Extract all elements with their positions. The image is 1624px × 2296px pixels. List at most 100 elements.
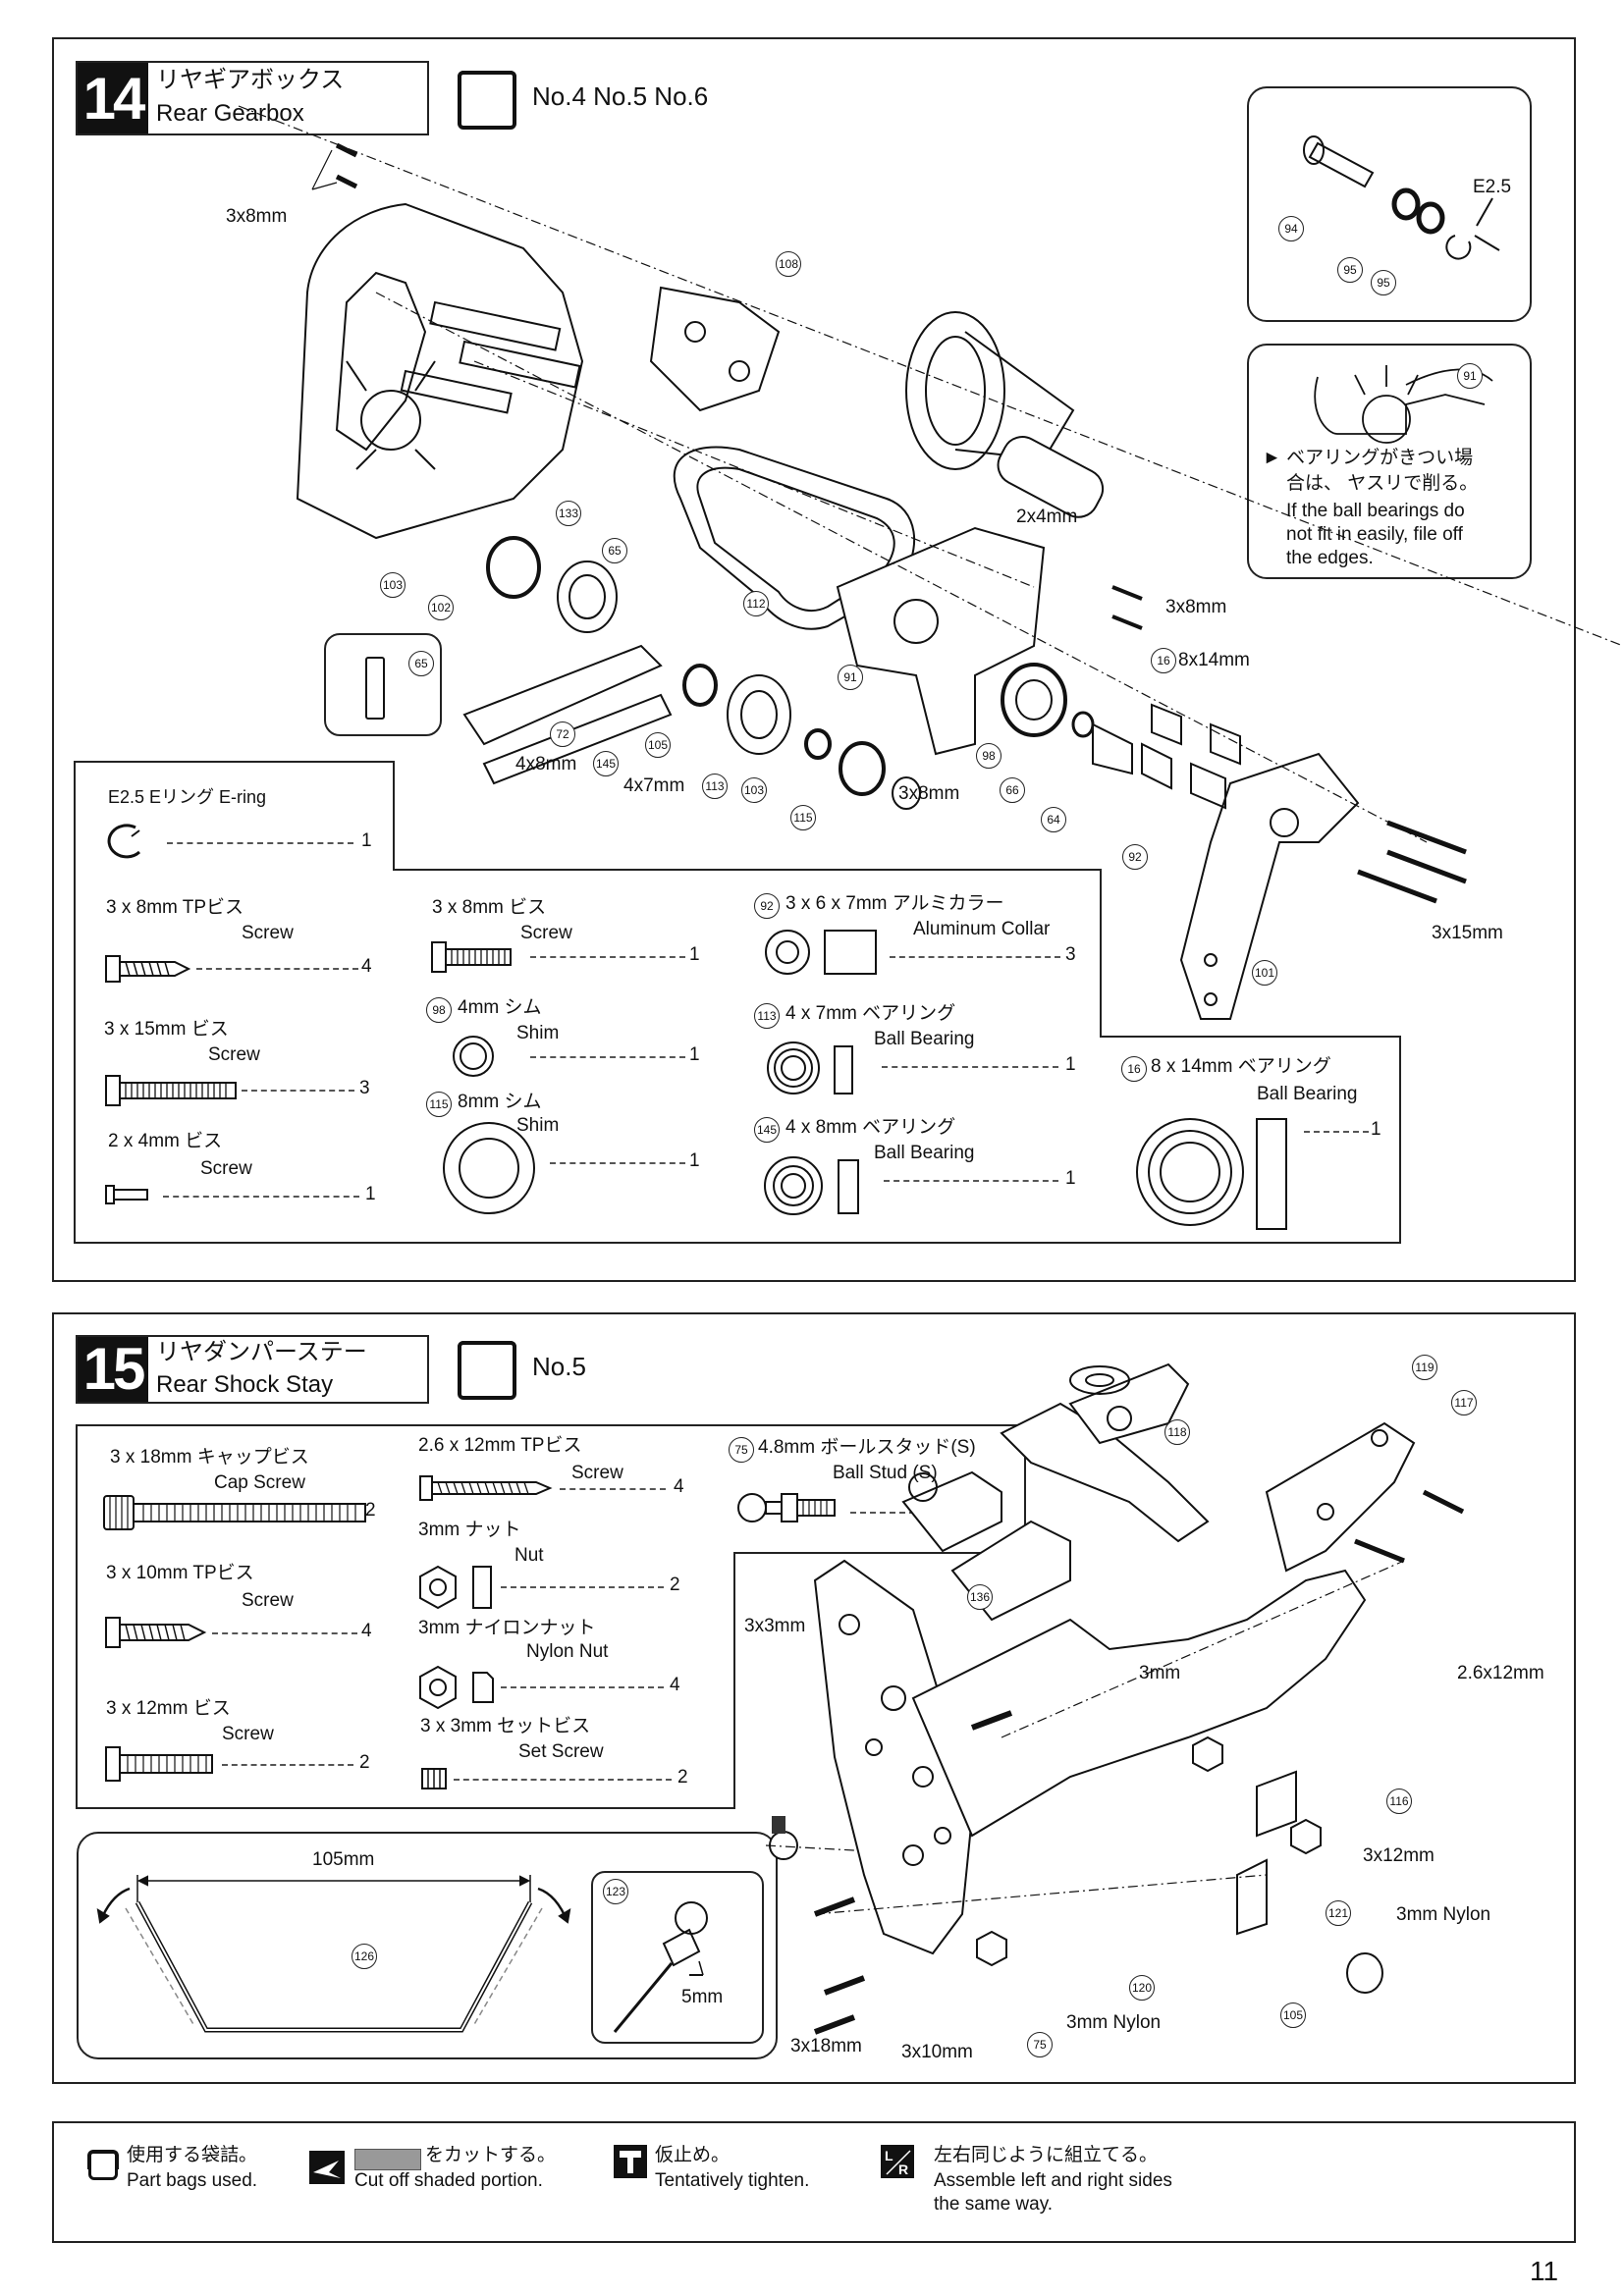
shim-4mm-icon — [453, 1036, 494, 1077]
label-3mm-nut: 3mm — [1139, 1663, 1181, 1683]
callout-108: 108 — [776, 251, 801, 277]
bearing-4x7-icon — [767, 1041, 853, 1095]
callout-101: 101 — [1252, 960, 1277, 986]
callout-16: 16 — [1151, 648, 1176, 673]
ering-detail-drawing — [1303, 135, 1500, 260]
part-tp3x8-name: 3 x 8mm TPビス — [106, 897, 244, 918]
part-cap3x18-qty: 2 — [365, 1500, 376, 1521]
part-cap3x18-en: Cap Screw — [214, 1472, 305, 1493]
callout-145-parts: 145 — [754, 1117, 780, 1143]
callout-92: 92 — [1122, 844, 1148, 870]
bearing-note-inset: 91 ► ベアリングがきつい場 合は、 ヤスリで削る。 If the ball … — [1247, 344, 1532, 579]
tp-screw-3x10-icon — [105, 1617, 207, 1648]
callout-119: 119 — [1412, 1355, 1437, 1380]
part-b3x8-en: Screw — [520, 923, 572, 943]
part-nylon3-name: 3mm ナイロンナット — [418, 1618, 596, 1638]
part-b3x15-en: Screw — [208, 1044, 260, 1065]
part-set3x3-en: Set Screw — [518, 1741, 604, 1762]
callout-123: 123 — [603, 1879, 628, 1904]
callout-64: 64 — [1041, 807, 1066, 832]
shim-8mm-icon — [443, 1122, 535, 1214]
part-tp3x8-qty: 4 — [361, 956, 372, 977]
label-26x12: 2.6x12mm — [1457, 1663, 1544, 1683]
label-8x14: 8x14mm — [1178, 650, 1250, 670]
part-set3x3-name: 3 x 3mm セットビス — [420, 1716, 591, 1736]
anti-roll-bar-drawing — [96, 1875, 571, 2033]
cap-screw-icon — [103, 1495, 366, 1530]
step-15-title-jp: リヤダンパーステー — [156, 1339, 367, 1365]
bag-icon-15 — [458, 1341, 516, 1400]
callout-66: 66 — [1000, 777, 1025, 803]
part-ering-leader — [167, 842, 353, 844]
part-ering-qty: 1 — [361, 830, 372, 851]
part-collar-en: Aluminum Collar — [913, 919, 1051, 939]
bearing-note-en-2: not fit in easily, file off — [1286, 524, 1463, 545]
callout-75: 75 — [1027, 2032, 1053, 2057]
legend-bag-icon — [87, 2150, 119, 2180]
part-tp3x8-en: Screw — [242, 923, 294, 943]
svg-text:R: R — [898, 2162, 908, 2177]
legend-panel: 使用する袋詰。 Part bags used. をカットする。 Cut off … — [52, 2121, 1576, 2243]
label-3mm-nylon-a: 3mm Nylon — [1396, 1904, 1491, 1925]
part-shim4-qty: 1 — [689, 1044, 700, 1065]
part-tp26x12-leader — [560, 1488, 666, 1490]
part-shim8-en: Shim — [516, 1115, 560, 1136]
legend-cut-icon — [309, 2151, 345, 2184]
callout-65: 65 — [602, 538, 627, 563]
label-4x8: 4x8mm — [515, 754, 577, 774]
ering-icon — [107, 824, 141, 859]
step-14-title-box: 14 リヤギアボックス Rear Gearbox — [76, 61, 429, 135]
part-collar-name: 3 x 6 x 7mm アルミカラー — [785, 893, 1004, 914]
callout-94: 94 — [1278, 216, 1304, 241]
callout-105-14: 105 — [645, 732, 671, 758]
part-b3x15-leader — [242, 1090, 354, 1092]
legend-lr-icon: L R — [881, 2145, 914, 2178]
callout-117: 117 — [1451, 1390, 1477, 1415]
label-3x8-b: 3x8mm — [1165, 597, 1227, 617]
step-15-number: 15 — [78, 1337, 148, 1402]
part-cap3x18-name: 3 x 18mm キャップビス — [110, 1447, 309, 1468]
part-collar-leader — [890, 956, 1060, 958]
belt-detail-inset: 65 — [324, 633, 442, 736]
part-brg4x7-en: Ball Bearing — [874, 1029, 975, 1049]
part-ballstud-en: Ball Stud (S) — [833, 1463, 938, 1483]
callout-112: 112 — [743, 591, 769, 616]
part-b3x12-en: Screw — [222, 1724, 274, 1744]
label-3mm-nylon-b: 3mm Nylon — [1066, 2012, 1162, 2033]
legend-lr-jp: 左右同じように組立てる。 — [934, 2145, 1159, 2165]
callout-121: 121 — [1326, 1900, 1351, 1926]
callout-126: 126 — [352, 1944, 377, 1969]
callout-65-detail: 65 — [408, 651, 434, 676]
part-b2x4-leader — [163, 1196, 359, 1198]
part-nut3-name: 3mm ナット — [418, 1520, 521, 1540]
part-brg8x14-en: Ball Bearing — [1257, 1084, 1358, 1104]
step-14-title-jp: リヤギアボックス — [156, 67, 345, 93]
part-brg4x7-name: 4 x 7mm ベアリング — [785, 1003, 956, 1024]
bag-icon — [458, 71, 516, 130]
part-b2x4-qty: 1 — [365, 1184, 376, 1204]
callout-113: 113 — [702, 774, 728, 799]
legend-bags-jp: 使用する袋詰。 — [127, 2145, 258, 2165]
callout-103-b: 103 — [741, 777, 767, 803]
part-b2x4-name: 2 x 4mm ビス — [108, 1131, 223, 1151]
part-shim8-name: 8mm シム — [458, 1092, 542, 1112]
callout-136: 136 — [967, 1584, 993, 1610]
nylon-nut-icon — [419, 1665, 494, 1710]
part-b3x8-qty: 1 — [689, 944, 700, 965]
step-15-title-en: Rear Shock Stay — [156, 1371, 334, 1398]
ering-label: E2.5 — [1473, 177, 1512, 197]
step-14-number: 14 — [78, 63, 148, 133]
label-3x12: 3x12mm — [1363, 1845, 1435, 1866]
part-brg4x8-name: 4 x 8mm ベアリング — [785, 1117, 956, 1138]
callout-102: 102 — [428, 595, 454, 620]
callout-92-parts: 92 — [754, 893, 780, 919]
anti-roll-bar-inset: 105mm 126 123 5mm — [77, 1832, 778, 2059]
belt-profile-icon — [365, 657, 385, 720]
part-b3x8-name: 3 x 8mm ビス — [432, 897, 547, 918]
part-shim4-leader — [530, 1056, 685, 1058]
bearing-4x8-icon — [764, 1156, 859, 1215]
part-brg4x8-leader — [884, 1180, 1058, 1182]
part-tp3x10-qty: 4 — [361, 1621, 372, 1641]
part-shim8-qty: 1 — [689, 1150, 700, 1171]
callout-91: 91 — [838, 665, 863, 690]
